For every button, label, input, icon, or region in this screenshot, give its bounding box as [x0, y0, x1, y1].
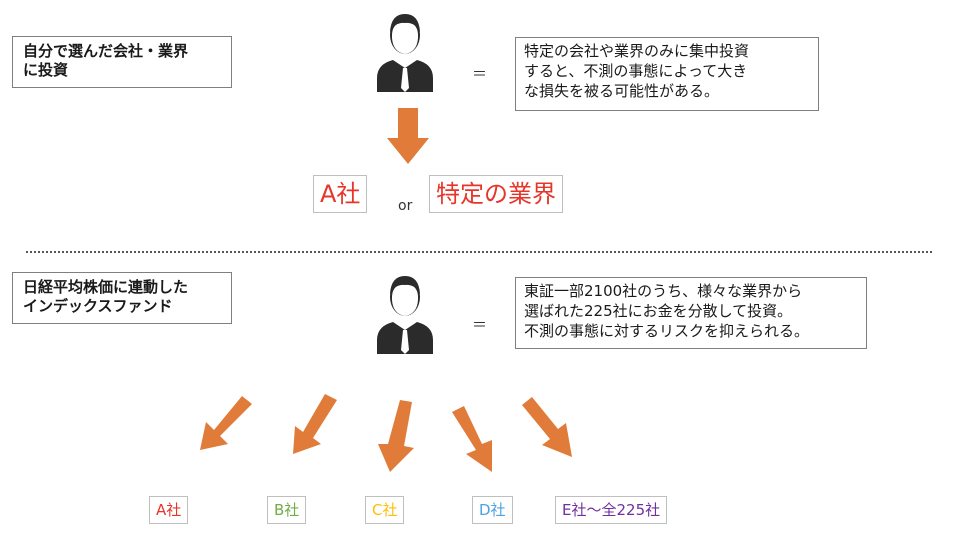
arrow-to-company-b-icon	[293, 394, 337, 454]
or-text: or	[398, 198, 413, 214]
arrow-to-company-d-icon	[452, 406, 492, 472]
company-a-option: A社	[313, 175, 368, 213]
investor-person-icon	[377, 276, 433, 354]
arrow-to-company-c-icon	[378, 400, 414, 472]
company-d-box: D社	[472, 496, 513, 524]
arrow-to-company-e-icon	[522, 397, 572, 457]
equals-sign: ＝	[472, 316, 488, 334]
specific-industry-option: 特定の業界	[429, 175, 563, 213]
company-e-to-all-225-box: E社～全225社	[555, 496, 668, 524]
focused-investment-description: 特定の会社や業界のみに集中投資 すると、不測の事態によって大き な損失を被る可能…	[515, 37, 819, 111]
investor-person-icon	[377, 14, 433, 92]
focused-investment-label: 自分で選んだ会社・業界 に投資	[12, 36, 232, 88]
index-fund-label: 日経平均株価に連動した インデックスファンド	[12, 272, 232, 324]
company-c-box: C社	[365, 496, 405, 524]
section-divider	[26, 251, 932, 253]
company-b-box: B社	[267, 496, 307, 524]
arrow-to-company-a-icon	[200, 396, 252, 450]
down-arrow-icon	[387, 108, 429, 164]
equals-sign: ＝	[472, 65, 488, 83]
company-a-box: A社	[149, 496, 189, 524]
index-fund-description: 東証一部2100社のうち、様々な業界から 選ばれた225社にお金を分散して投資。…	[515, 277, 867, 349]
